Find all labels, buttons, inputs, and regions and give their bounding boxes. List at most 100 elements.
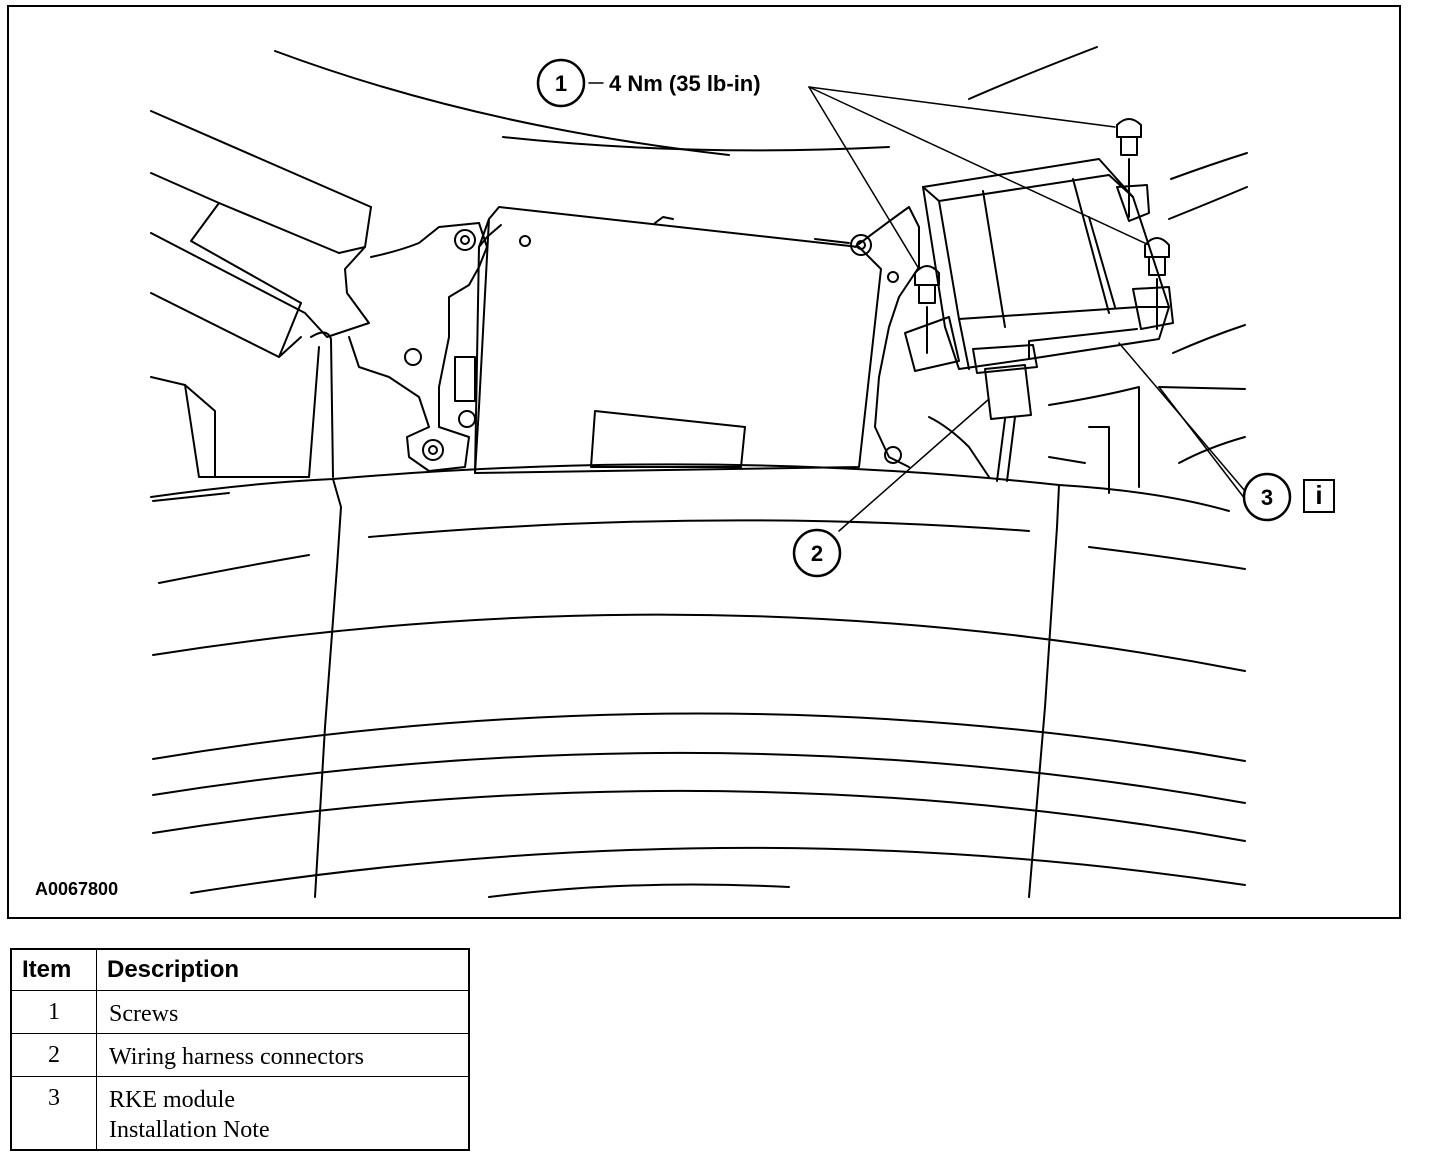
center-module-hole (887, 271, 899, 283)
callout-1: 1 4 Nm (35 lb-in) (536, 58, 761, 108)
seat-back-outline (150, 463, 1230, 512)
legend-header-description: Description (96, 948, 470, 991)
rke-module-rib (1088, 216, 1116, 308)
callout-1-number: 1 (555, 71, 567, 96)
rke-module-rib (1072, 178, 1110, 314)
rke-module-mount-ear (904, 316, 960, 372)
table-row: 1 Screws (10, 990, 470, 1034)
seat-contour-line (1088, 546, 1246, 570)
callout-2: 2 (792, 528, 842, 578)
legend-description-line: Screws (109, 1001, 179, 1027)
visor-bracket (150, 232, 306, 314)
callout-1-leader (808, 86, 1116, 128)
legend-description-line: Wiring harness connectors (109, 1044, 364, 1070)
screw-head-icon (458, 410, 476, 428)
frame-structure (1178, 436, 1246, 464)
frame-structure (1158, 386, 1246, 390)
callout-2-number: 2 (811, 541, 823, 566)
legend-header-item: Item (10, 948, 97, 991)
screw-head-icon (884, 446, 902, 464)
seat-contour-line (368, 519, 1030, 538)
callout-1-leader (808, 86, 920, 270)
center-module-body (474, 206, 882, 474)
seat-contour-line (488, 883, 790, 898)
seat-contour-line (152, 712, 1246, 762)
seat-contour-line (158, 554, 310, 584)
figure-id: A0067800 (35, 879, 119, 899)
screw-head-icon (850, 234, 872, 256)
legend-item-description: Wiring harness connectors (96, 1033, 470, 1077)
seat-contour-line (152, 613, 1246, 672)
rke-module-edge (958, 306, 1170, 320)
visor-bracket (150, 110, 372, 208)
seat-back-outline (314, 478, 342, 898)
rke-module-edge (1028, 328, 1138, 360)
center-module-label-plate (590, 410, 746, 468)
screw-head-icon (856, 240, 866, 250)
wiring-connector (984, 364, 1032, 420)
frame-structure (1048, 456, 1086, 464)
rke-module-body (938, 200, 970, 370)
seat-contour-line (152, 751, 1246, 804)
rke-module-drawing: 1 4 Nm (35 lb-in) 2 3 (150, 46, 1292, 898)
visor-bracket (150, 172, 340, 254)
table-row: 3 RKE module Installation Note (10, 1076, 470, 1151)
connector-tab (454, 356, 476, 402)
visor-bracket (304, 206, 372, 338)
screw-head-icon (454, 229, 476, 251)
info-icon[interactable]: i (1303, 479, 1335, 513)
seat-contour-line (190, 846, 1246, 894)
screw-icon (1148, 256, 1166, 276)
callout-1-leader (808, 86, 1150, 246)
legend-item-description: RKE module Installation Note (96, 1076, 470, 1151)
visor-bracket (278, 302, 302, 358)
headliner-contour-line (968, 46, 1098, 100)
frame-structure (1088, 426, 1110, 494)
legend-item-number: 3 (10, 1076, 97, 1151)
legend-description-line: Installation Note (109, 1117, 270, 1143)
visor-bracket (190, 202, 302, 304)
wiring-connector (972, 344, 1038, 374)
seat-contour-line (152, 789, 1246, 842)
legend-item-number: 2 (10, 1033, 97, 1077)
legend-description-line: RKE module (109, 1087, 235, 1113)
seat-back-outline (1028, 484, 1060, 898)
visor-bracket (310, 331, 334, 478)
legend-header-row: Item Description (10, 948, 470, 991)
mounting-plate (348, 222, 488, 472)
screw-head-icon (422, 439, 444, 461)
headliner-contour-line (274, 50, 730, 156)
rke-module-body (922, 158, 1170, 370)
callout-3: 3 (1242, 472, 1292, 522)
visor-bracket (184, 384, 216, 478)
callout-2-leader (838, 398, 990, 532)
torque-spec-label: 4 Nm (35 lb-in) (609, 71, 761, 96)
screw-icon (918, 284, 936, 304)
visor-bracket (150, 292, 302, 358)
table-row: 2 Wiring harness connectors (10, 1033, 470, 1077)
figure-frame: 1 4 Nm (35 lb-in) 2 3 i A0067800 (7, 5, 1401, 919)
frame-structure (1048, 386, 1140, 488)
headliner-contour-line (502, 136, 890, 152)
legend-item-description: Screws (96, 990, 470, 1034)
center-module-edge (814, 238, 850, 244)
rke-module-mount-ear (1116, 184, 1150, 222)
legend-table: Item Description 1 Screws 2 Wiring harne… (10, 948, 470, 1151)
center-module-edge (654, 216, 674, 224)
callout-3-leader (1158, 386, 1246, 500)
screw-head-icon (460, 235, 470, 245)
center-module-edge (478, 224, 502, 248)
screw-icon (914, 265, 940, 286)
screw-icon (1144, 237, 1170, 258)
screw-icon (1116, 118, 1142, 138)
screw-head-icon (428, 445, 438, 455)
rke-module-rib (982, 190, 1006, 328)
headliner-contour-line (1168, 186, 1248, 220)
visor-bracket (338, 246, 366, 254)
visor-bracket (150, 346, 320, 478)
wiring-connector (1006, 416, 1016, 482)
visor-bracket (152, 492, 230, 502)
screw-icon (1120, 136, 1138, 156)
center-module-hole (519, 235, 531, 247)
legend-item-number: 1 (10, 990, 97, 1034)
